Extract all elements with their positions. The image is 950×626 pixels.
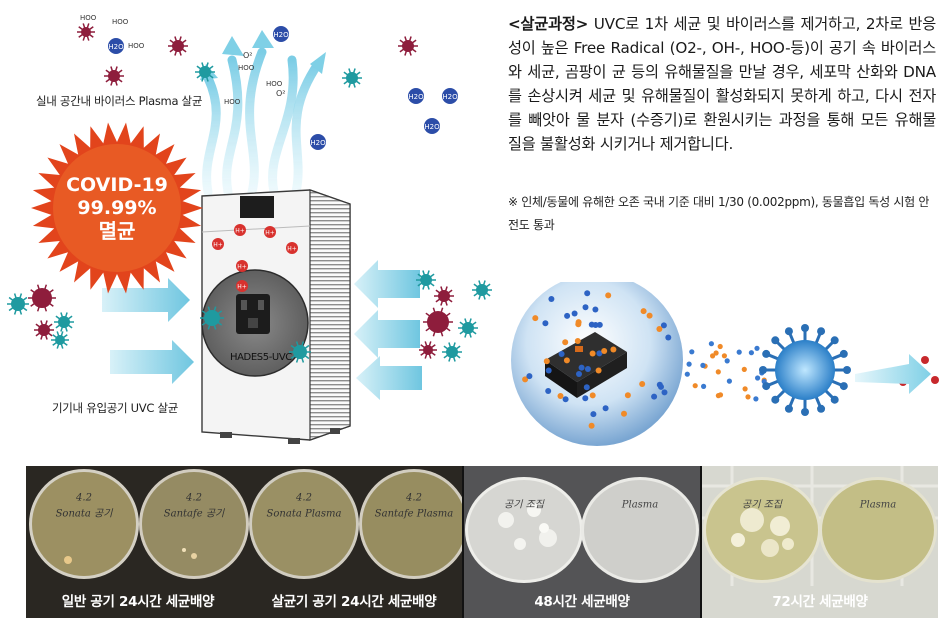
hplus-ion: H+	[213, 242, 223, 249]
badge-line2: 99.99%	[77, 197, 157, 219]
virus	[289, 341, 311, 363]
caption-sterilized-24h: 살균기 공기 24시간 세균배양	[271, 594, 437, 610]
virus	[195, 62, 215, 82]
svg-text:Sonata 공기: Sonata 공기	[56, 508, 114, 520]
badge-line1: COVID-19	[66, 174, 168, 196]
virus	[458, 318, 478, 338]
o2-molecule: O²	[276, 89, 286, 98]
virus	[419, 341, 437, 359]
hoo-radical: HOO	[112, 18, 129, 26]
purifier-illustration: HOO HOO HOO HOO HOO HOO H2O H2O H2O H2O H2O H2O H+ H+…	[7, 14, 492, 444]
radical-particles	[522, 290, 939, 429]
hoo-radical: HOO	[80, 14, 97, 22]
description-body: UVC로 1차 세균 및 바이러스를 제거하고, 2차로 반응성이 높은 Fre…	[508, 15, 936, 153]
hoo-radical: HOO	[128, 42, 145, 50]
virus	[200, 306, 224, 330]
hoo-radical: HOO	[266, 80, 283, 88]
petri-dish: Plasma	[819, 477, 937, 583]
uvc-module	[201, 269, 309, 377]
virus	[434, 286, 454, 306]
covid-sterilization-badge	[31, 122, 203, 294]
virus	[28, 284, 56, 312]
svg-text:Santafe 공기: Santafe 공기	[164, 508, 225, 520]
hoo-radical: HOO	[224, 98, 241, 106]
h2o-molecule: H2O	[108, 43, 124, 51]
svg-text:Santafe Plasma: Santafe Plasma	[375, 509, 454, 520]
virus	[54, 312, 74, 332]
svg-text:공기 조집: 공기 조집	[504, 499, 545, 511]
airflow-streams	[202, 47, 323, 197]
hplus-ion: H+	[265, 230, 275, 237]
output-arrow	[855, 354, 931, 394]
h2o-molecule: H2O	[408, 93, 424, 101]
virus	[104, 66, 124, 86]
photo-72h: 공기 조집 Plasma	[702, 466, 938, 618]
o2-molecule: O²	[243, 51, 253, 60]
photo-48h: 공기 조집 Plasma	[464, 466, 700, 618]
hplus-ion: H+	[235, 228, 245, 235]
petri-dish: 공기 조집	[703, 477, 821, 583]
petri-dish: 공기 조집	[465, 477, 583, 583]
indoor-plasma-label: 실내 공간내 바이러스 Plasma 살균	[36, 94, 203, 108]
badge-text: COVID-19 99.99% 멸균	[57, 174, 177, 243]
svg-text:4.2: 4.2	[295, 493, 312, 504]
caption-48h: 48시간 세균배양	[534, 594, 630, 610]
h2o-molecule: H2O	[310, 139, 326, 147]
molecule-particles: HOO HOO HOO HOO HOO HOO H2O H2O H2O H2O H2O H2O H+ H+…	[80, 14, 458, 292]
svg-text:Plasma: Plasma	[621, 500, 659, 511]
virus	[7, 293, 29, 315]
svg-text:4.2: 4.2	[405, 493, 422, 504]
svg-text:4.2: 4.2	[185, 493, 202, 504]
hoo-radical: HOO	[238, 64, 255, 72]
virus	[472, 280, 492, 300]
petri-dish: Plasma	[581, 477, 699, 583]
inflow-arrows-left	[102, 278, 194, 384]
virus	[398, 36, 418, 56]
caption-72h: 72시간 세균배양	[772, 594, 868, 610]
svg-text:Sonata Plasma: Sonata Plasma	[267, 509, 342, 520]
virus	[77, 23, 95, 41]
badge-line3: 멸균	[98, 219, 136, 243]
hplus-ion: H+	[287, 246, 297, 253]
virus	[342, 68, 362, 88]
virus	[34, 320, 54, 340]
safety-note: ※ 인체/동물에 유해한 오존 국내 기준 대비 1/30 (0.002ppm)…	[508, 195, 930, 232]
virus	[51, 331, 69, 349]
device-name-label: HADES5-UVC	[230, 352, 292, 363]
virus	[168, 36, 188, 56]
inflow-arrows-right	[354, 260, 422, 400]
svg-text:공기 조집: 공기 조집	[742, 499, 783, 511]
svg-text:4.2: 4.2	[75, 493, 92, 504]
caption-normal-24h: 일반 공기 24시간 세균배양	[61, 594, 215, 610]
target-virus	[759, 324, 851, 416]
sterilization-description: <살균과정> UVC로 1차 세균 및 바이러스를 제거하고, 2차로 반응성이…	[508, 12, 936, 156]
svg-text:Plasma: Plasma	[859, 500, 897, 511]
hplus-ion: H+	[237, 284, 247, 291]
description-heading: <살균과정>	[508, 15, 589, 33]
hplus-ion: H+	[237, 264, 247, 271]
h2o-molecule: H2O	[424, 123, 440, 131]
virus-particles	[7, 23, 492, 363]
inflow-uvc-label: 기기내 유입공기 UVC 살균	[52, 401, 178, 415]
h2o-molecule: H2O	[442, 93, 458, 101]
h2o-molecule: H2O	[273, 31, 289, 39]
radical-process-illustration	[511, 282, 939, 446]
virus	[416, 270, 436, 290]
virus	[442, 342, 462, 362]
virus	[423, 307, 453, 337]
